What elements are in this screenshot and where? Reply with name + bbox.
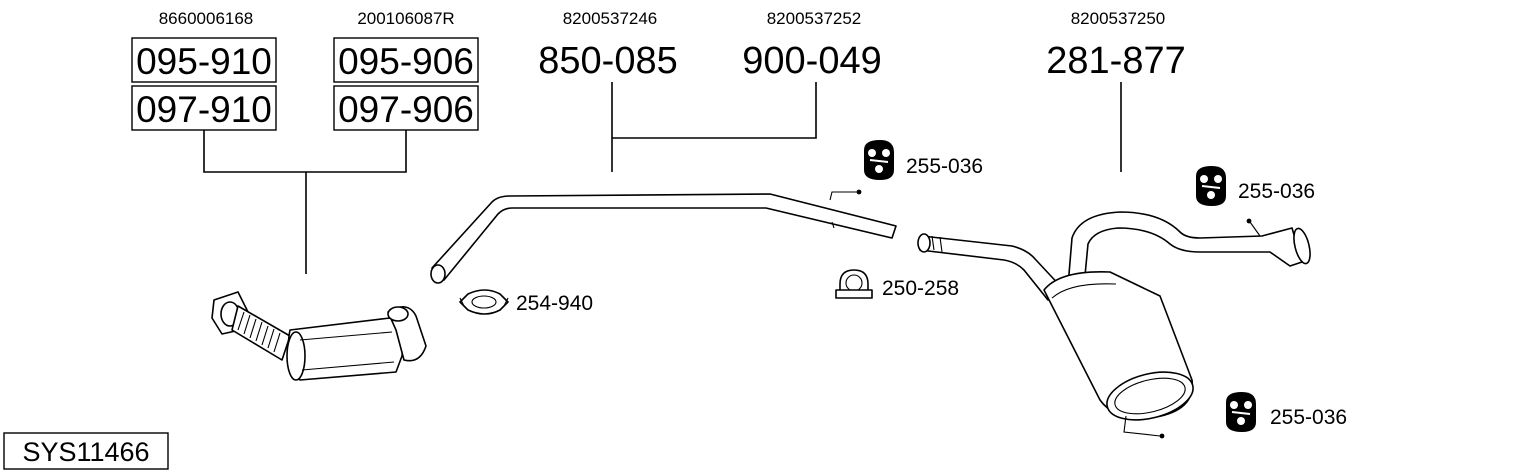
rubber-hanger-icon	[1226, 392, 1256, 432]
part-number-097-906: 097-906	[338, 89, 474, 130]
accessory-label: 254-940	[516, 292, 593, 315]
catalytic-converter-drawing[interactable]	[211, 291, 427, 381]
accessory-label: 255-036	[906, 155, 983, 178]
oem-number-front-pipe: 8200537246	[563, 9, 658, 28]
accessory-hanger-3[interactable]: 255-036	[1226, 392, 1347, 432]
leader-lines	[203, 82, 1122, 274]
pipe-clamp-icon	[459, 289, 509, 315]
part-number-850-085[interactable]: 850-085	[538, 40, 677, 82]
part-number-281-877[interactable]: 281-877	[1046, 40, 1185, 82]
oem-number-catalyst-1: 8660006168	[159, 9, 254, 28]
oem-number-catalyst-2: 200106087R	[357, 9, 454, 28]
rubber-hanger-icon	[864, 140, 894, 180]
rear-silencer-drawing[interactable]	[917, 211, 1313, 439]
accessory-label: 250-258	[882, 277, 959, 300]
rubber-hanger-icon	[1196, 166, 1226, 206]
part-number-095-906: 095-906	[338, 41, 474, 82]
accessory-label: 255-036	[1270, 406, 1347, 429]
oem-number-mounting-kit: 8200537252	[767, 9, 862, 28]
middle-pipe-drawing[interactable]	[430, 189, 897, 284]
part-number-box-095-910[interactable]: 095-910	[131, 37, 277, 83]
part-number-095-910: 095-910	[136, 41, 272, 82]
accessory-u-bolt-clamp[interactable]: 250-258	[835, 269, 959, 300]
part-number-097-910: 097-910	[136, 89, 272, 130]
part-number-box-095-906[interactable]: 095-906	[333, 37, 479, 83]
accessory-label: 255-036	[1238, 180, 1315, 203]
part-number-box-097-910[interactable]: 097-910	[131, 85, 277, 131]
oem-number-rear-silencer: 8200537250	[1071, 9, 1166, 28]
accessory-pipe-clamp[interactable]: 254-940	[459, 289, 593, 315]
accessory-hanger-2[interactable]: 255-036	[1196, 166, 1315, 206]
u-bolt-clamp-icon	[835, 269, 873, 299]
system-code-box: SYS11466	[3, 432, 169, 470]
accessory-hanger-1[interactable]: 255-036	[864, 140, 983, 180]
system-code: SYS11466	[22, 437, 149, 467]
part-number-900-049[interactable]: 900-049	[742, 40, 881, 82]
part-number-box-097-906[interactable]: 097-906	[333, 85, 479, 131]
